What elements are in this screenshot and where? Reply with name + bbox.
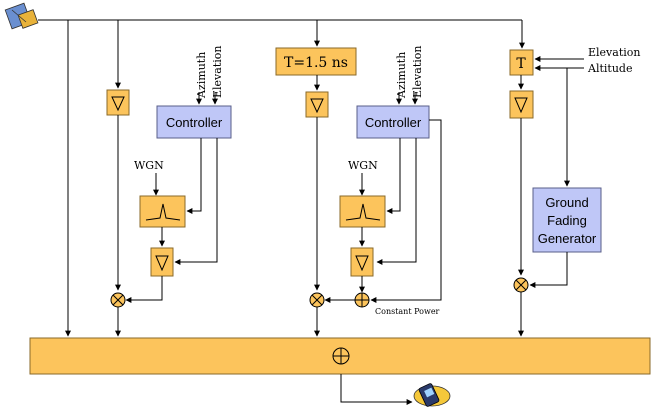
wgn-label-1: WGN (134, 159, 164, 172)
elevation-label-3: Elevation (588, 46, 640, 59)
controller-block-2 (356, 105, 430, 139)
elevation-label-2: Elevation (411, 46, 424, 98)
attenuator-5 (509, 90, 534, 119)
multiply-circle-icon (110, 292, 126, 308)
attenuator-4 (350, 247, 374, 277)
altitude-label: Altitude (587, 62, 632, 75)
controller-label-2: Controller (365, 115, 422, 130)
azimuth-label-1: Azimuth (195, 52, 208, 99)
ground-label-line2: Fading (547, 213, 587, 228)
controller-block-1 (156, 105, 232, 139)
triangle-down-icon (355, 255, 369, 272)
plus-circle-icon (354, 292, 370, 308)
triangle-down-icon (514, 97, 528, 114)
filter-block-2 (339, 195, 386, 228)
multiply-circle-icon (513, 277, 529, 293)
t-label: T (516, 56, 526, 72)
triangle-down-icon (111, 96, 125, 112)
elevation-label-1: Elevation (211, 46, 224, 98)
triangle-down-icon (310, 98, 324, 114)
azimuth-label-2: Azimuth (395, 52, 408, 99)
attenuator-1 (106, 89, 130, 116)
ground-label-line1: Ground (545, 195, 588, 210)
satellite-icon (4, 2, 39, 30)
spike-filter-icon (345, 203, 381, 221)
attenuator-3 (305, 91, 329, 118)
attenuator-2 (150, 247, 174, 277)
ground-fading-generator-block (532, 187, 602, 253)
spike-filter-icon (145, 203, 181, 221)
multiply-circle-icon (309, 292, 325, 308)
handheld-receiver-icon (413, 383, 451, 407)
controller-label-1: Controller (166, 115, 223, 130)
delay-block (275, 47, 357, 76)
filter-block-1 (139, 195, 186, 228)
plus-circle-icon (332, 347, 350, 365)
constant-power-label: Constant Power (375, 307, 440, 316)
wgn-label-2: WGN (348, 159, 378, 172)
delay-label: T=1.5 ns (284, 55, 348, 71)
ground-label-line3: Generator (538, 231, 597, 246)
triangle-down-icon (155, 255, 169, 272)
